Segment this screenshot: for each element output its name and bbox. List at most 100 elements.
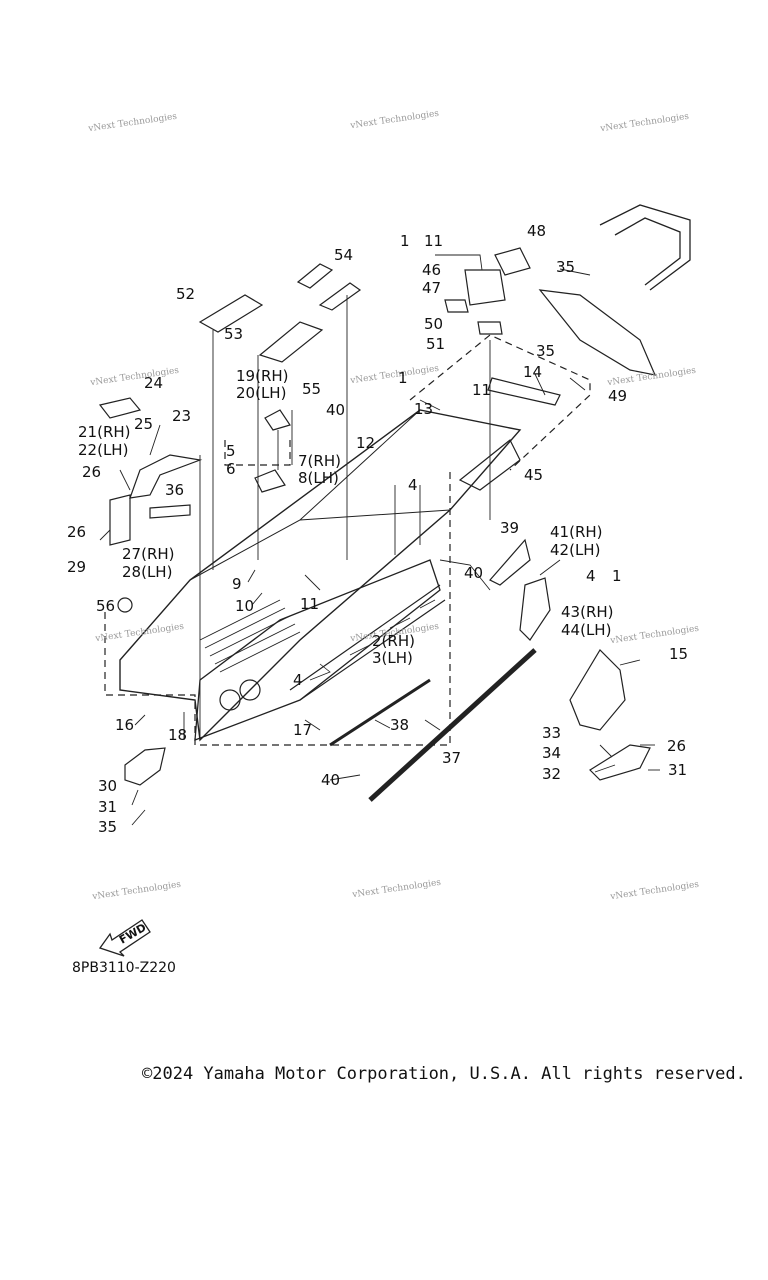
callout-label: 33 (542, 724, 562, 742)
callout-label: 40 (321, 771, 341, 789)
part-32 (589, 744, 651, 781)
callout-label: 44(LH) (561, 621, 612, 639)
callout-label: 24 (144, 374, 164, 392)
callout-label: 2(RH) (372, 632, 415, 650)
callout-label: 17 (293, 721, 313, 739)
callout-label: 22(LH) (78, 441, 129, 459)
part-12-45 (458, 439, 521, 491)
callout-label: 14 (523, 363, 543, 381)
dashed-box-rear (409, 334, 591, 471)
callout-label: 1 (612, 567, 622, 585)
callout-label: 37 (442, 749, 462, 767)
callout-label: 4 (408, 476, 418, 494)
callout-label: 8(LH) (298, 469, 339, 487)
callout-label: 16 (115, 716, 135, 734)
callout-label: 45 (524, 466, 544, 484)
rear-flap-49 (538, 289, 657, 376)
board-hole-1 (219, 689, 241, 711)
truss-cross (309, 599, 436, 681)
callout-label: 43(RH) (561, 603, 614, 621)
part-50 (444, 299, 469, 313)
callout-label: 4 (293, 671, 303, 689)
callout-label: 55 (302, 380, 322, 398)
dashed-box-cover (224, 440, 291, 466)
mat-54a (296, 263, 334, 289)
tunnel-vents (199, 599, 301, 673)
callout-label: 30 (98, 777, 118, 795)
callout-label: 56 (96, 597, 116, 615)
callout-label: 40 (326, 401, 346, 419)
callout-label: 47 (422, 279, 442, 297)
callout-label: 18 (168, 726, 188, 744)
plate-36 (149, 504, 191, 519)
callout-label: 3(LH) (372, 649, 413, 667)
part-30 (124, 747, 166, 786)
rear-bumper-loop (599, 204, 691, 291)
callout-label: 25 (134, 415, 154, 433)
board-hole-2 (239, 679, 261, 701)
leader-lines (99, 254, 660, 826)
callout-label: 35 (98, 818, 118, 836)
copyright-notice: ©2024 Yamaha Motor Corporation, U.S.A. A… (142, 1064, 746, 1084)
plate-14 (487, 377, 561, 406)
diagram-code: 8PB3110-Z220 (72, 960, 176, 976)
callout-label: 38 (390, 716, 410, 734)
part-43 (519, 577, 551, 641)
callout-label: 39 (500, 519, 520, 537)
callout-label: 31 (98, 798, 118, 816)
callout-label: 26 (667, 737, 687, 755)
part-46 (464, 269, 506, 306)
callout-label: 7(RH) (298, 452, 341, 470)
callout-label: 26 (67, 523, 87, 541)
callout-label: 1 (398, 369, 408, 387)
part-33 (569, 649, 626, 731)
callout-label: 48 (527, 222, 547, 240)
truss-rail (289, 584, 446, 701)
tunnel-frame (119, 409, 522, 742)
callout-label: 20(LH) (236, 384, 287, 402)
callout-label: 35 (536, 342, 556, 360)
callout-label: 50 (424, 315, 444, 333)
callout-label: 27(RH) (122, 545, 175, 563)
callout-label: 11 (472, 381, 492, 399)
callout-label: 53 (224, 325, 244, 343)
callout-label: 49 (608, 387, 628, 405)
callout-label: 4 (586, 567, 596, 585)
callout-label: 15 (669, 645, 689, 663)
part-41 (489, 538, 531, 586)
callout-label: 42(LH) (550, 541, 601, 559)
callout-label: 36 (165, 481, 185, 499)
callout-label: 1 (400, 232, 410, 250)
part-51 (477, 321, 503, 335)
part-55 (264, 409, 291, 431)
callout-label: 34 (542, 744, 562, 762)
mat-54b (318, 282, 362, 311)
callout-label: 10 (235, 597, 255, 615)
callout-label: 21(RH) (78, 423, 131, 441)
part-56 (117, 597, 133, 613)
callout-label: 12 (356, 434, 376, 452)
part-24 (98, 397, 142, 419)
mat-53 (258, 321, 324, 363)
callout-label: 23 (172, 407, 192, 425)
tunnel-top (189, 409, 451, 581)
callout-label: 32 (542, 765, 562, 783)
callout-label: 54 (334, 246, 354, 264)
callout-label: 28(LH) (122, 563, 173, 581)
callout-label: 46 (422, 261, 442, 279)
mat-52 (198, 294, 264, 333)
dashed-box-main (104, 470, 451, 746)
callout-label: 41(RH) (550, 523, 603, 541)
callout-label: 9 (232, 575, 242, 593)
fwd-arrow-icon: FWD (98, 919, 151, 957)
callout-label: 6 (226, 460, 236, 478)
callout-label: 31 (668, 761, 688, 779)
rail-38 (329, 678, 431, 747)
callout-label: 5 (226, 442, 236, 460)
part-6 (254, 469, 286, 493)
callout-label: 29 (67, 558, 87, 576)
callout-label: 19(RH) (236, 367, 289, 385)
part-48 (494, 247, 531, 276)
callout-label: 13 (414, 400, 434, 418)
